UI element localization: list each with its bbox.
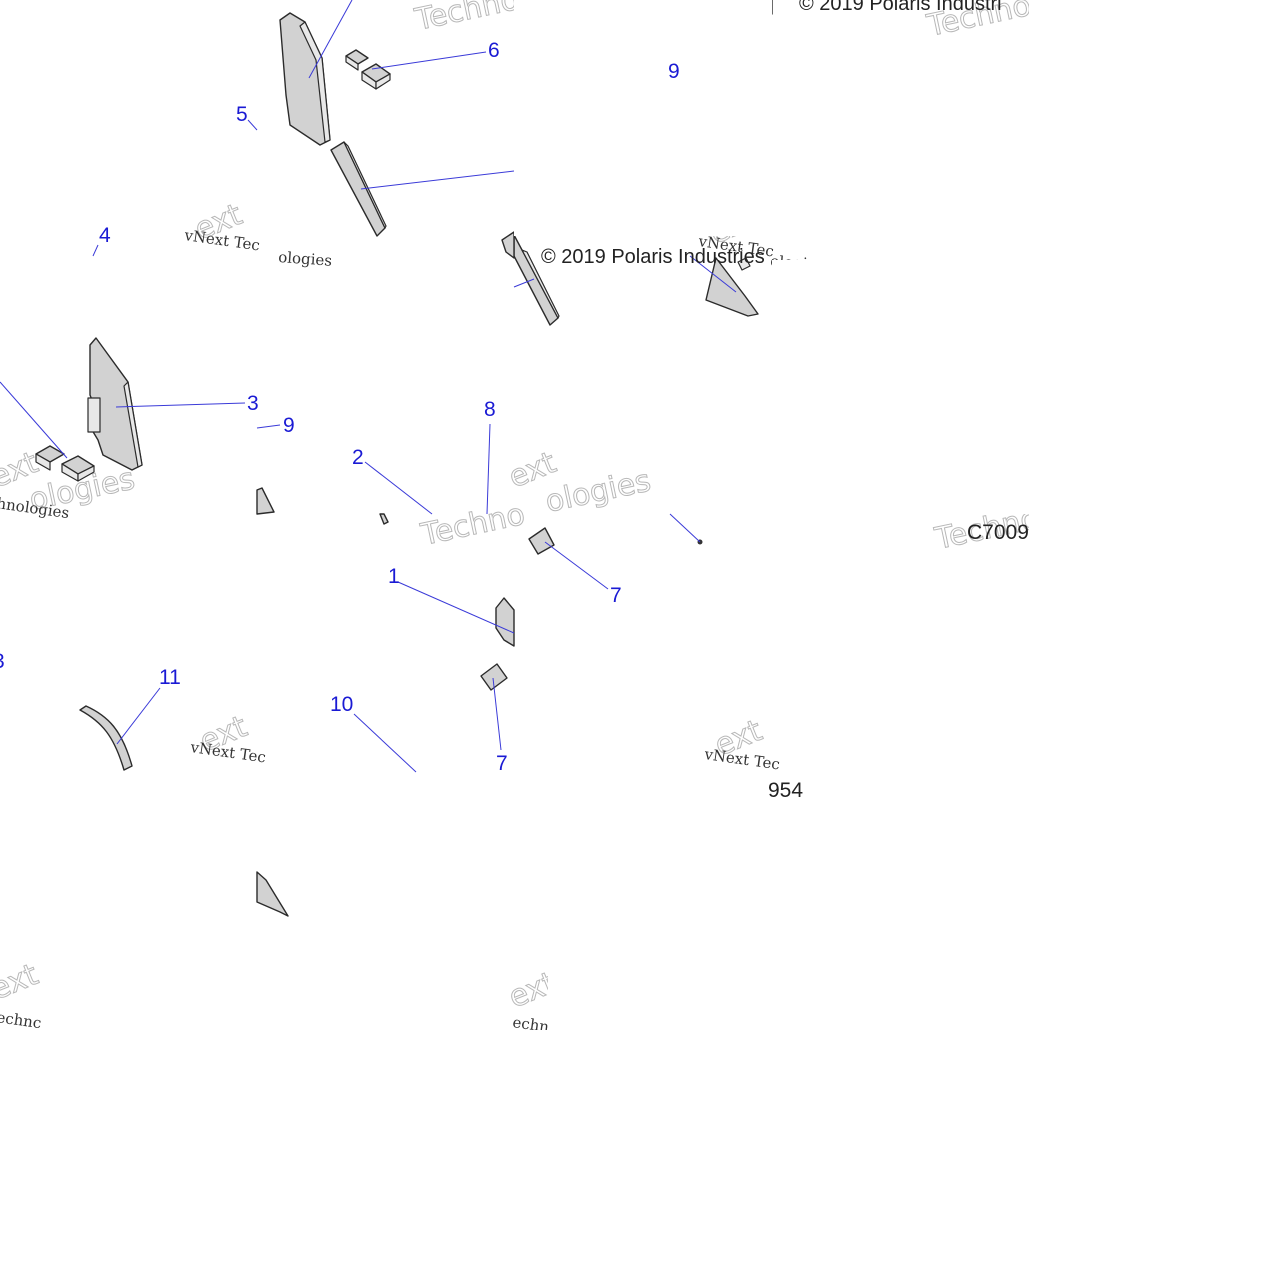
callout-3: 3 [247, 392, 259, 415]
callout-2: 2 [352, 446, 364, 469]
parts-layer [35, 0, 773, 917]
watermark-text: Techno [411, 0, 522, 38]
watermark-text: ext [0, 957, 43, 1007]
strip-part-fragment [379, 513, 389, 525]
watermark-text: echnc [0, 1008, 43, 1032]
watermark-text: vNext Tec [702, 745, 781, 774]
strip-part-fragment [256, 487, 275, 515]
watermark-text: ologies [278, 248, 333, 270]
foam-block-part [35, 445, 95, 482]
watermark-text: ologies [542, 463, 653, 519]
drawing-info: © 2019 Polaris Industri © 2019 Polaris I… [541, 0, 1029, 802]
blank-regions [0, 0, 772, 259]
strip-part-fragment [501, 231, 515, 259]
callout-5: 5 [236, 103, 248, 126]
panel-part [279, 12, 331, 146]
callout-6: 6 [488, 39, 500, 62]
callout-4: 4 [99, 224, 111, 247]
clip-part [495, 597, 515, 647]
copyright-text: © 2019 Polaris Industries [541, 246, 765, 268]
panel-part [87, 337, 143, 471]
strip-part [330, 141, 387, 237]
watermark-text: vNext Tec [182, 226, 261, 255]
drawing-code-suffix: 954 [768, 779, 803, 802]
watermark-text: Techno [417, 497, 528, 553]
callout-10: 10 [330, 693, 353, 716]
callout-8: 8 [484, 398, 496, 421]
callout-partial: 3 [0, 650, 5, 673]
callout-11: 11 [159, 666, 181, 689]
callout-9: 9 [668, 60, 680, 83]
callout-7: 7 [610, 584, 622, 607]
drawing-code: C7009 [967, 521, 1029, 544]
watermark-text: vNext Tec [188, 738, 267, 767]
callout-labels: 1 2 3 4 5 6 7 7 8 9 9 10 11 3 [0, 39, 680, 775]
pad-part [480, 663, 508, 691]
callout-9-second: 9 [283, 414, 295, 437]
callout-1: 1 [388, 565, 400, 588]
leader-lines [0, 0, 771, 773]
pad-part [528, 527, 555, 555]
seal-part [79, 705, 133, 771]
copyright-text: © 2019 Polaris Industri [799, 0, 1002, 15]
callout-7-second: 7 [496, 752, 508, 775]
foam-block-part [345, 49, 391, 90]
bracket-part [705, 257, 759, 317]
strip-part-fragment [256, 871, 289, 917]
